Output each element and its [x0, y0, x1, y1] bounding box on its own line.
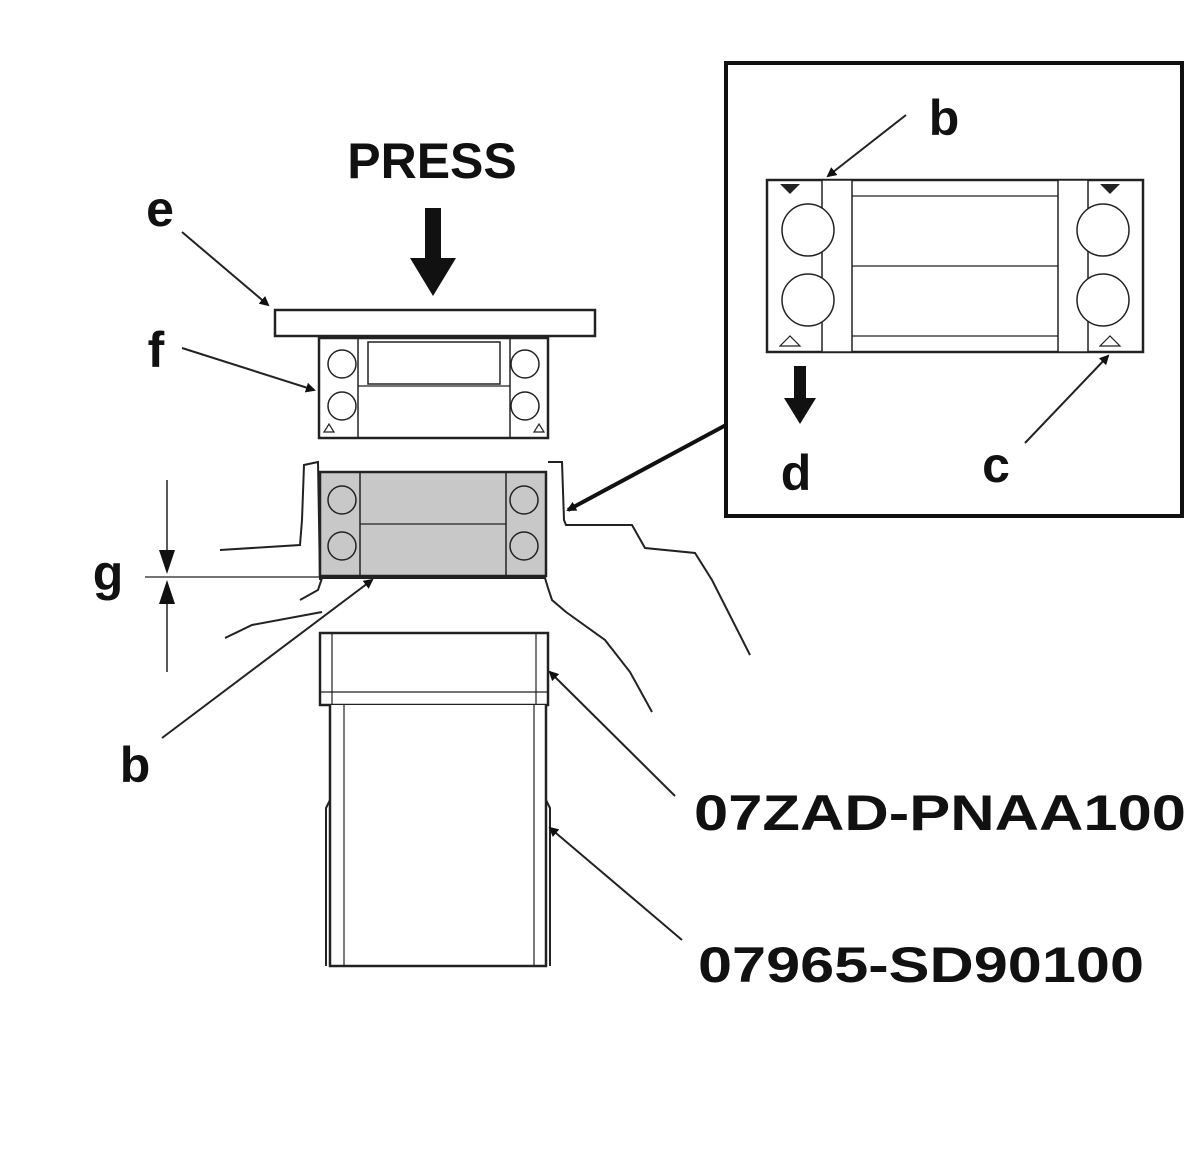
- leader-tool-upper: [548, 670, 676, 797]
- leader-f: [181, 347, 316, 393]
- press-plate: [273, 308, 597, 338]
- leader-tool-lower: [548, 826, 683, 941]
- detail-inset: [724, 61, 1184, 518]
- leader-b-main: [161, 578, 374, 739]
- knuckle-housing: [219, 460, 751, 713]
- label-e: e: [146, 181, 174, 237]
- dimension-g: [145, 480, 380, 672]
- tool-07965-SD90100: [325, 705, 551, 968]
- label-b-inset: b: [929, 90, 960, 146]
- label-c: c: [982, 437, 1010, 493]
- new-bearing: [317, 336, 550, 440]
- label-f: f: [148, 322, 165, 378]
- leader-e: [181, 231, 270, 307]
- tool-07ZAD-PNAA100: [318, 631, 550, 707]
- label-d: d: [781, 445, 812, 501]
- press-arrow: [410, 208, 456, 296]
- press-label: PRESS: [347, 133, 517, 189]
- inset-pointer: [566, 423, 727, 512]
- tool-lower-label: 07965-SD90100: [698, 937, 1144, 993]
- old-bearing: [318, 470, 548, 578]
- tool-upper-label: 07ZAD-PNAA100: [694, 785, 1186, 841]
- label-b-main: b: [120, 737, 151, 793]
- label-g: g: [93, 545, 124, 601]
